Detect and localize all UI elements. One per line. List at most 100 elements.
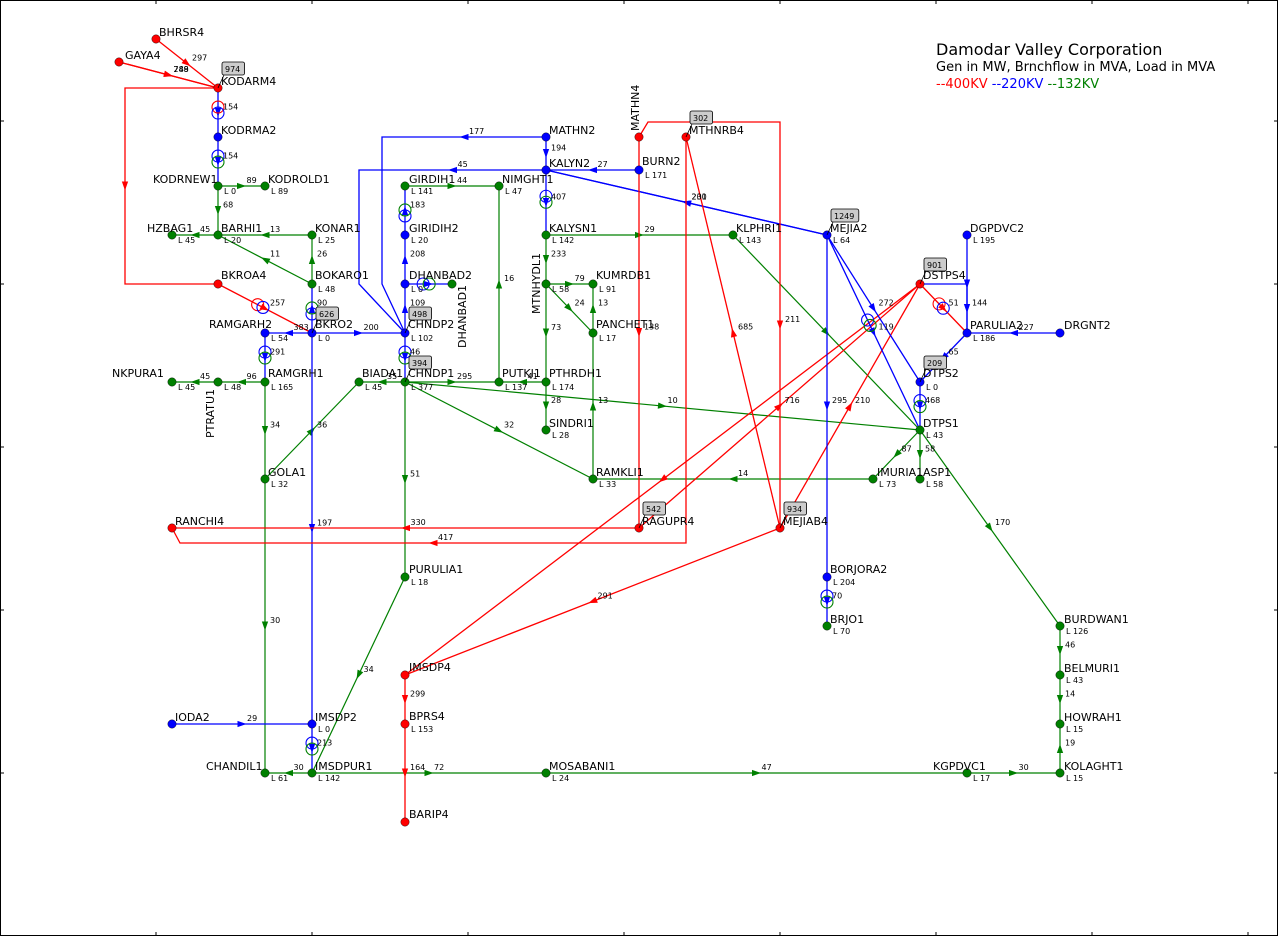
bus-node-ramkli1[interactable] [588, 474, 598, 484]
bus-label-putki1: PUTKI1 [502, 367, 541, 380]
bus-label-bokaro1: BOKARO1 [315, 269, 369, 282]
bus-node-ioda2[interactable] [167, 719, 177, 729]
bus-node-dgpdvc2[interactable] [962, 230, 972, 240]
bus-load-label: L 142 [318, 774, 340, 783]
bus-node-ranchi4[interactable] [167, 523, 177, 533]
flow-arrow [237, 720, 247, 728]
branch-flow-label: 14 [738, 469, 748, 478]
branch-flow-label: 51 [949, 299, 959, 308]
bus-node-mathn2[interactable] [541, 132, 551, 142]
bus-node-mtnhydl1[interactable] [541, 279, 551, 289]
bus-node-panchet1[interactable] [588, 328, 598, 338]
bus-load-label: L 0 [318, 334, 330, 343]
bus-node-bkroa4[interactable] [213, 279, 223, 289]
bus-node-imuria1[interactable] [868, 474, 878, 484]
bus-node-kodrnew1[interactable] [213, 181, 223, 191]
bus-node-parulia2[interactable] [962, 328, 972, 338]
key-220kv: --220KV [991, 77, 1044, 92]
flow-arrow [447, 182, 457, 190]
bus-node-chandil1[interactable] [260, 768, 270, 778]
bus-node-barip4[interactable] [400, 817, 410, 827]
bus-node-barhi1[interactable] [213, 230, 223, 240]
bus-node-hzbag1[interactable] [167, 230, 177, 240]
bus-label-nkpura1: NKPURA1 [112, 367, 164, 380]
bus-label-kodrnew1: KODRNEW1 [153, 173, 217, 186]
bus-node-gaya4[interactable] [114, 57, 124, 67]
bus-node-kodrma2[interactable] [213, 132, 223, 142]
bus-node-brjo1[interactable] [822, 621, 832, 631]
branch-flow-label: 177 [469, 127, 484, 136]
bus-node-mosabani1[interactable] [541, 768, 551, 778]
bus-node-sindri1[interactable] [541, 425, 551, 435]
bus-node-purulia1[interactable] [400, 572, 410, 582]
bus-node-drgnt2[interactable] [1055, 328, 1065, 338]
bus-node-kodrold1[interactable] [260, 181, 270, 191]
bus-node-burn2[interactable] [634, 165, 644, 175]
bus-node-belmuri1[interactable] [1055, 670, 1065, 680]
bus-label-chndp2: CHNDP2 [408, 318, 454, 331]
bus-node-putki1[interactable] [494, 377, 504, 387]
bus-node-ptratu1[interactable] [213, 377, 223, 387]
bus-load-label: L 18 [411, 578, 428, 587]
flow-arrow [564, 303, 573, 312]
bus-node-kalysn1[interactable] [541, 230, 551, 240]
branch-flow-label: 289 [174, 65, 189, 74]
branch-flow-label: 109 [410, 299, 425, 308]
flow-arrow [377, 378, 387, 386]
bus-node-asp1[interactable] [915, 474, 925, 484]
transformer-winding [211, 100, 225, 114]
bus-node-klphri1[interactable] [728, 230, 738, 240]
branch-flow-label: 68 [223, 201, 233, 210]
bus-node-gola1[interactable] [260, 474, 270, 484]
bus-node-burdwan1[interactable] [1055, 621, 1065, 631]
bus-node-dhanbad1[interactable] [447, 279, 457, 289]
bus-node-bprs4[interactable] [400, 719, 410, 729]
bus-node-kgpdvc1[interactable] [962, 768, 972, 778]
bus-node-girdih1[interactable] [400, 181, 410, 191]
branch-flow-label: 291 [270, 348, 285, 357]
bus-node-howrah1[interactable] [1055, 719, 1065, 729]
bus-load-label: L 137 [505, 383, 527, 392]
branch-flow-label: 45 [458, 160, 468, 169]
bus-load-label: L 126 [1066, 627, 1088, 636]
bus-node-kalyn2[interactable] [541, 165, 551, 175]
bus-node-nkpura1[interactable] [167, 377, 177, 387]
bus-node-kumrdb1[interactable] [588, 279, 598, 289]
bus-node-imsdp4[interactable] [400, 670, 410, 680]
flow-arrow [893, 449, 902, 458]
bus-node-bhrsr4[interactable] [151, 34, 161, 44]
gen-box [408, 306, 433, 321]
bus-node-bokaro1[interactable] [307, 279, 317, 289]
bus-node-ramgarh2[interactable] [260, 328, 270, 338]
bus-node-borjora2[interactable] [822, 572, 832, 582]
bus-load-label: L 20 [411, 236, 428, 245]
bus-node-nimght1[interactable] [494, 181, 504, 191]
bus-node-kolaght1[interactable] [1055, 768, 1065, 778]
bus-node-pthrdh1[interactable] [541, 377, 551, 387]
bus-node-dhanbad2[interactable] [400, 279, 410, 289]
flow-arrow [284, 769, 293, 777]
flow-arrow [868, 327, 876, 337]
flow-arrow [121, 181, 129, 191]
bus-label-barip4: BARIP4 [409, 808, 449, 821]
bus-node-konar1[interactable] [307, 230, 317, 240]
bus-node-dtps1[interactable] [915, 425, 925, 435]
bus-node-imsdp2[interactable] [307, 719, 317, 729]
bus-node-biada1[interactable] [354, 377, 364, 387]
bus-node-imsdpur1[interactable] [307, 768, 317, 778]
flow-arrow [448, 166, 457, 174]
bus-label-panchet1: PANCHET1 [596, 318, 654, 331]
gen-mw-label: 974 [225, 65, 240, 74]
flow-arrow [308, 255, 316, 264]
legend: Damodar Valley Corporation Gen in MW, Br… [936, 40, 1215, 93]
branch-flow-label: 45 [200, 225, 210, 234]
bus-node-mathn4[interactable] [634, 132, 644, 142]
branch-flow-label: 44 [457, 176, 467, 185]
branch-flow-label: 210 [855, 396, 870, 405]
bus-node-ramgrh1[interactable] [260, 377, 270, 387]
gen-leader [919, 368, 927, 383]
bus-node-giridih2[interactable] [400, 230, 410, 240]
flow-arrow [447, 378, 457, 386]
